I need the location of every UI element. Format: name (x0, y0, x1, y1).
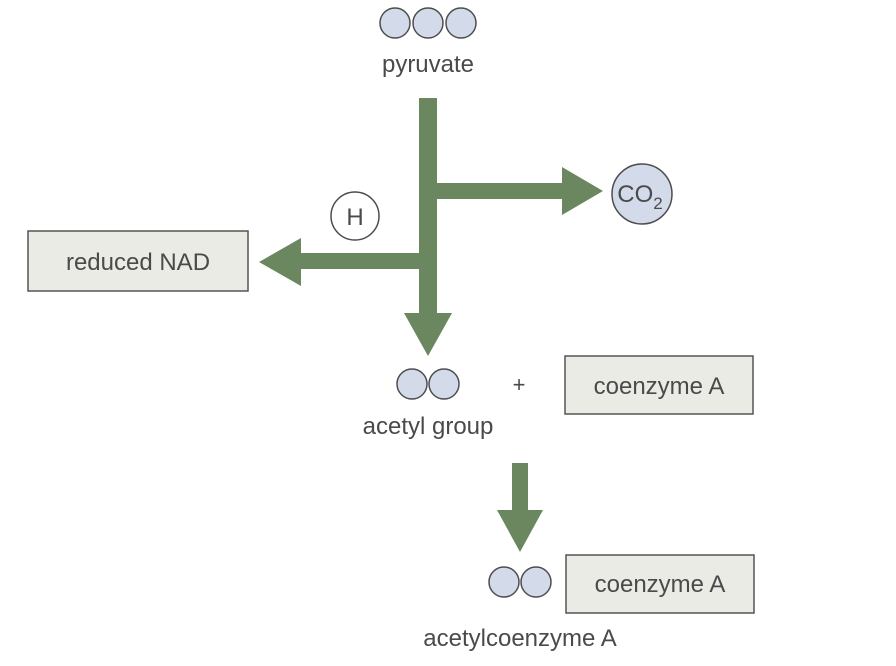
coenzyme-a-box-2-frame (565, 554, 755, 614)
carbon-atom-3 (445, 7, 477, 39)
hydrogen-label: H (346, 204, 363, 231)
co2-label-main: CO (617, 181, 653, 208)
acetylcoa-carbon-2 (520, 566, 552, 598)
hydrogen-circle (330, 191, 380, 241)
nad-arrow-head (259, 238, 301, 286)
reduced-nad-box: reduced NAD (27, 230, 249, 292)
coenzyme-a-label-1: coenzyme A (594, 373, 725, 400)
acetyl-carbon-2 (428, 368, 460, 400)
carbon-atom-2 (412, 7, 444, 39)
pyruvate-label: pyruvate (382, 51, 474, 78)
co2-arrow-shaft (437, 183, 565, 199)
plus-sign: + (513, 372, 526, 397)
hydrogen-atom: H (330, 191, 380, 241)
co2-circle (611, 163, 673, 225)
nad-arrow-shaft (298, 253, 419, 269)
coenzyme-a-label-2: coenzyme A (595, 571, 726, 598)
acetylcoa-carbon-1 (488, 566, 520, 598)
main-arrow-shaft (419, 98, 437, 318)
co2-arrow-head (562, 167, 603, 215)
coenzyme-a-box-1-frame (564, 355, 754, 415)
acetyl-group-molecule (396, 368, 460, 400)
acetyl-carbon-1 (396, 368, 428, 400)
coenzyme-a-box-1: coenzyme A (564, 355, 754, 415)
pyruvate-molecule (379, 7, 477, 39)
acetyl-group-label: acetyl group (363, 413, 494, 440)
co2-label: CO2 (617, 181, 662, 213)
co2-molecule: CO2 (611, 163, 673, 225)
acetylcoenzyme-a-molecule (488, 566, 552, 598)
main-arrow-head (404, 313, 452, 356)
second-arrow-shaft (512, 463, 528, 515)
coenzyme-a-box-2: coenzyme A (565, 554, 755, 614)
co2-label-subscript: 2 (653, 194, 662, 213)
reduced-nad-box-frame (27, 230, 249, 292)
carbon-atom-1 (379, 7, 411, 39)
reduced-nad-label: reduced NAD (66, 249, 210, 276)
second-arrow-head (497, 510, 543, 552)
acetylcoenzyme-a-label: acetylcoenzyme A (423, 625, 616, 652)
